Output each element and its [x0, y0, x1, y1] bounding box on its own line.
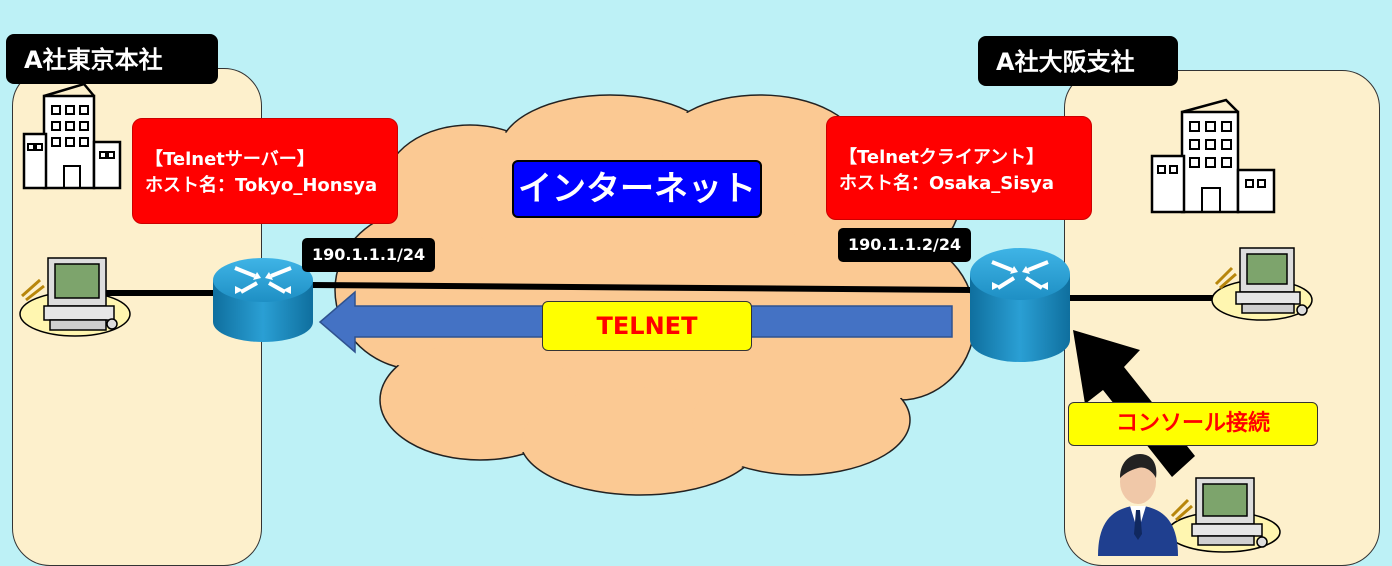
server-hostname: ホスト名：Tokyo_Honsya: [145, 175, 378, 196]
building-icon: [22, 82, 122, 190]
client-role-label: 【Telnetクライアント】: [839, 147, 1045, 168]
cable-wan: [311, 282, 973, 293]
osaka-router-ip: 190.1.1.2/24: [838, 228, 972, 262]
console-connection-label: コンソール接続: [1068, 402, 1318, 446]
user-icon: [1098, 454, 1178, 556]
building-icon: [1150, 98, 1276, 214]
tokyo-site-title: A社東京本社: [6, 34, 218, 84]
tokyo-router-ip: 190.1.1.1/24: [302, 238, 436, 272]
server-role-label: 【Telnetサーバー】: [145, 149, 315, 170]
client-hostname: ホスト名：Osaka_Sisya: [839, 173, 1055, 194]
pc-icon: [1211, 247, 1313, 321]
pc-icon: [1167, 477, 1281, 553]
telnet-label: TELNET: [542, 301, 752, 351]
router-icon: [970, 248, 1070, 362]
internet-label: インターネット: [512, 160, 762, 218]
osaka-site-title: A社大阪支社: [978, 36, 1178, 86]
router-icon: [213, 258, 313, 342]
pc-icon: [19, 257, 131, 337]
telnet-client-box: 【Telnetクライアント】 ホスト名：Osaka_Sisya: [826, 116, 1092, 220]
telnet-server-box: 【Telnetサーバー】 ホスト名：Tokyo_Honsya: [132, 118, 398, 224]
